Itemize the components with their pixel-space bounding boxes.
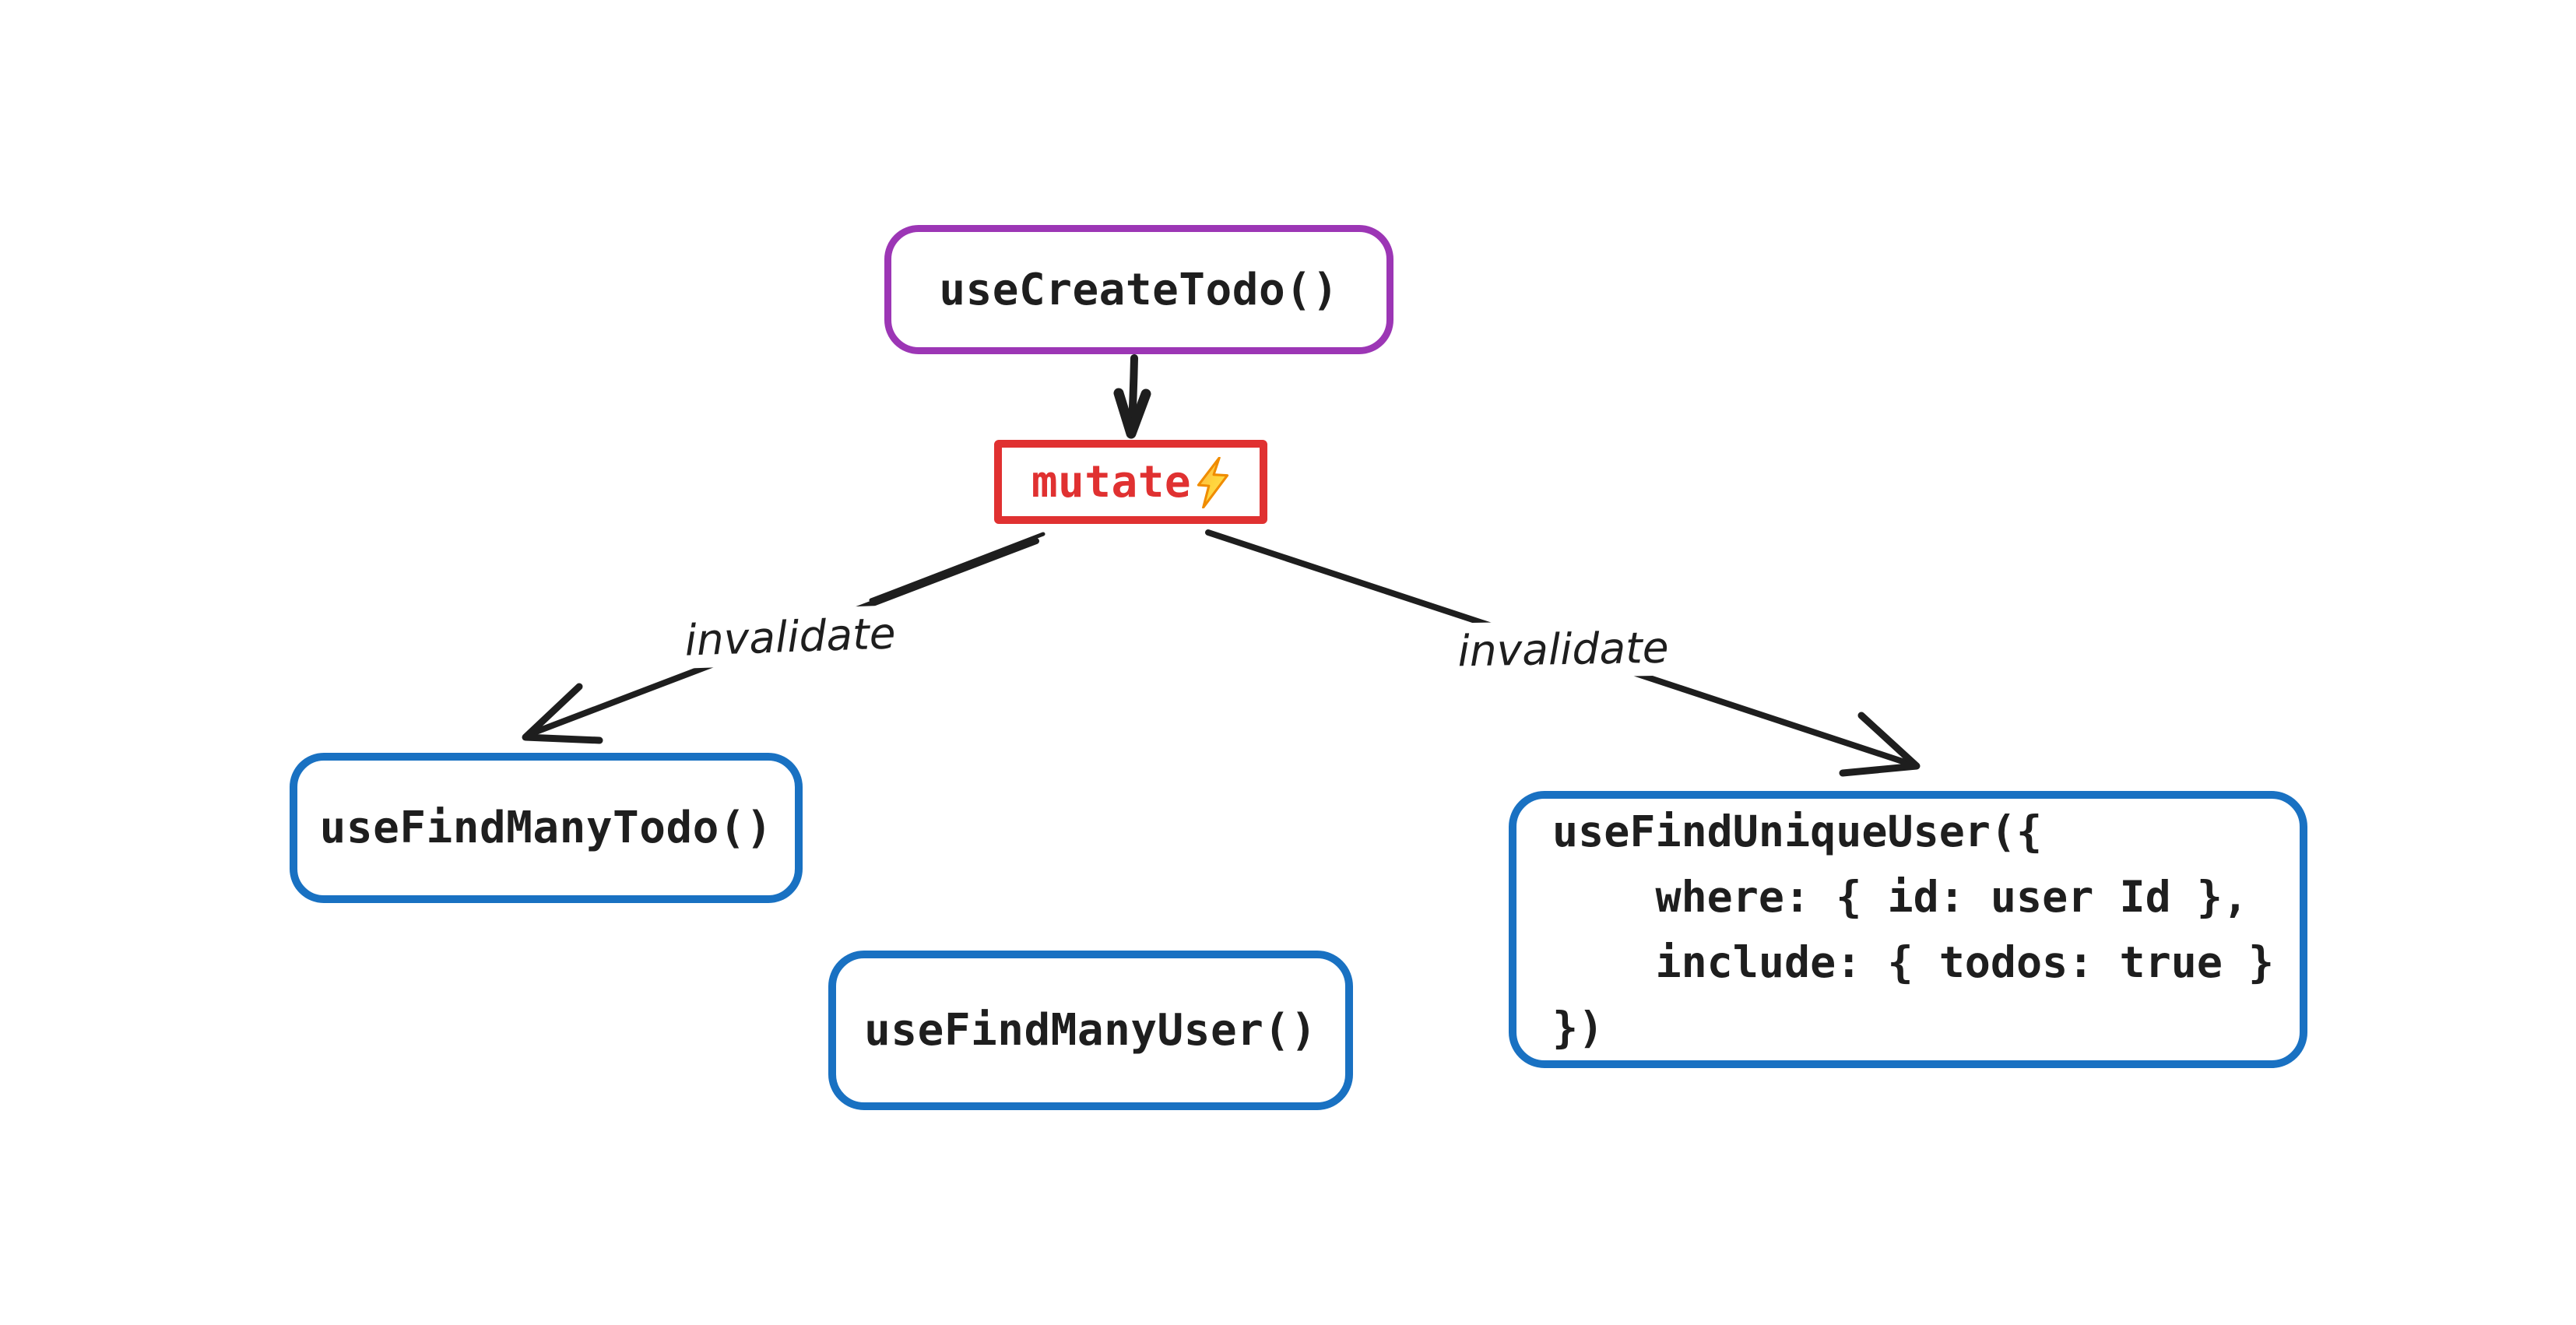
edge-label-invalidate-left: invalidate [671, 604, 909, 670]
node-use-find-many-user: useFindManyUser() [828, 951, 1353, 1110]
node-use-find-many-todo: useFindManyTodo() [290, 753, 803, 903]
node-mutate-label: mutate [1031, 456, 1192, 508]
node-use-find-many-user-label: useFindManyUser() [864, 1005, 1317, 1056]
node-use-find-unique-user: useFindUniqueUser({ where: { id: user Id… [1509, 791, 2307, 1068]
code-line: }) [1552, 1003, 1604, 1053]
lightning-bolt-icon [1197, 457, 1229, 508]
node-use-create-todo-label: useCreateTodo() [939, 264, 1339, 315]
node-use-find-many-todo-label: useFindManyTodo() [319, 803, 773, 853]
arrow-create-to-mutate [1113, 354, 1151, 439]
code-line: include: { todos: true } [1552, 937, 2275, 987]
edge-label-invalidate-right: invalidate [1444, 619, 1682, 680]
node-use-create-todo: useCreateTodo() [884, 225, 1393, 354]
code-line: where: { id: user Id }, [1552, 872, 2249, 922]
code-line: useFindUniqueUser({ [1552, 807, 2043, 856]
node-mutate: mutate [994, 440, 1267, 524]
